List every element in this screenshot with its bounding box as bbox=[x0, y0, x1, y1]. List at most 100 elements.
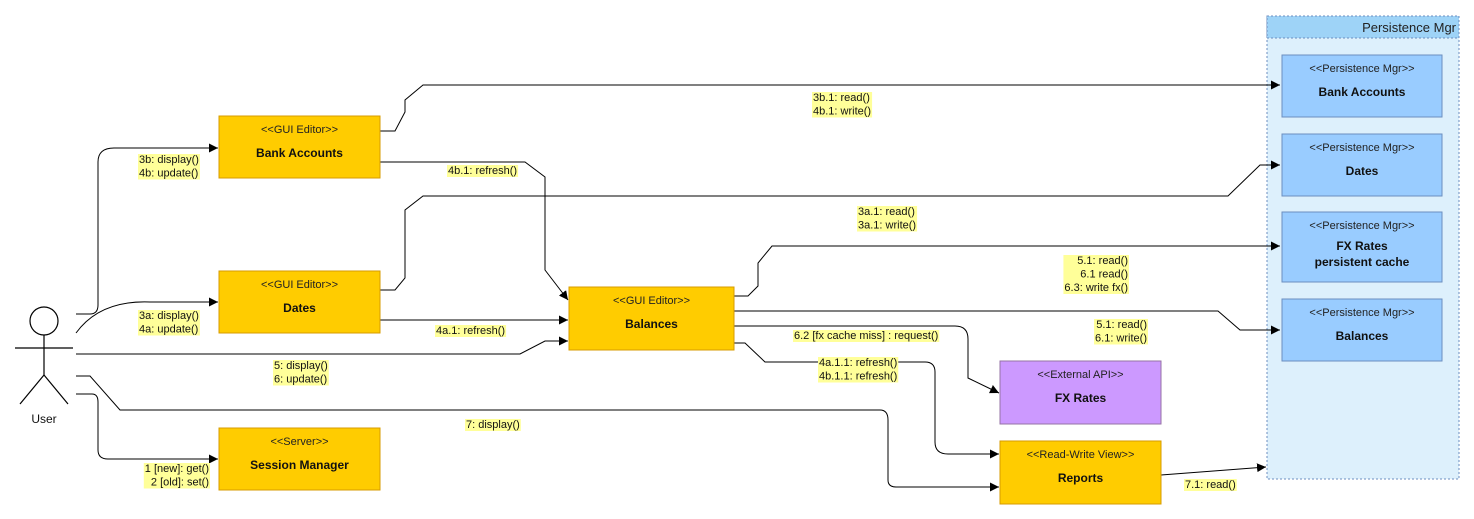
gui-balances-name: Balances bbox=[625, 317, 678, 331]
lbl-3b1: 3b.1: read() 4b.1: write() bbox=[812, 92, 873, 118]
lbl-71: 7.1: read() bbox=[1184, 479, 1237, 491]
edge-reports-to-persistence-group bbox=[1160, 463, 1267, 476]
lbl-4a11-highlight bbox=[818, 357, 899, 383]
lbl-3a-line: 3a: display() bbox=[139, 310, 199, 322]
edge-user-to-balances-editor bbox=[76, 336, 568, 355]
lbl-1-line: 2 [old]: set() bbox=[151, 477, 209, 489]
lbl-4a11-line: 4b.1.1: refresh() bbox=[819, 371, 897, 383]
lbl-4a1-line: 4a.1: refresh() bbox=[436, 325, 505, 337]
lbl-51-fx: 5.1: read() 6.1 read()6.3: write fx() bbox=[1063, 255, 1129, 294]
lbl-3b1-line: 4b.1: write() bbox=[813, 106, 871, 118]
lbl-7-line: 7: display() bbox=[466, 419, 520, 431]
edge-balances-to-pm-balances bbox=[734, 310, 1280, 335]
edge-bank-editor-to-balances bbox=[380, 161, 569, 301]
lbl-5-highlight bbox=[273, 360, 329, 386]
lbl-5: 5: display() 6: update() bbox=[273, 360, 329, 386]
gui-dates-stereotype: <<GUI Editor>> bbox=[261, 279, 338, 291]
lbl-5-line: 5: display() bbox=[274, 360, 328, 372]
edge-balances-to-fx-api bbox=[734, 325, 1000, 394]
lbl-3a1-line: 3a.1: read() bbox=[858, 206, 915, 218]
lbl-3b-highlight bbox=[138, 154, 200, 180]
edge-bank-editor-to-pm-bank bbox=[380, 80, 1280, 132]
user-actor-label: User bbox=[31, 412, 56, 426]
lbl-71-line: 7.1: read() bbox=[1185, 479, 1236, 491]
lbl-62-highlight bbox=[793, 330, 940, 342]
lbl-51-bal-line: 6.1: write() bbox=[1095, 333, 1147, 345]
lbl-3a: 3a: display() 4a: update() bbox=[138, 310, 200, 336]
pm-bank-name: Bank Accounts bbox=[1319, 85, 1406, 99]
pm-balances-stereotype: <<Persistence Mgr>> bbox=[1309, 307, 1414, 319]
lbl-7: 7: display() bbox=[465, 419, 521, 431]
lbl-71-highlight bbox=[1184, 479, 1237, 491]
pm-bank-stereotype: <<Persistence Mgr>> bbox=[1309, 63, 1414, 75]
pm-fx-stereotype: <<Persistence Mgr>> bbox=[1309, 220, 1414, 232]
gui-bank-box: <<GUI Editor>> Bank Accounts bbox=[218, 115, 381, 179]
lbl-4a11: 4a.1.1: refresh() 4b.1.1: refresh() bbox=[818, 357, 899, 383]
lbl-51-bal-line: 5.1: read() bbox=[1096, 319, 1147, 331]
lbl-3b1-highlight bbox=[812, 92, 873, 118]
ext-fx-box: <<External API>> FX Rates bbox=[999, 360, 1162, 425]
pm-dates-stereotype: <<Persistence Mgr>> bbox=[1309, 142, 1414, 154]
pm-fx-box: <<Persistence Mgr>> FX Rates persistent ca… bbox=[1281, 211, 1443, 283]
edge-user-to-session-manager bbox=[76, 393, 218, 464]
gui-balances-stereotype: <<GUI Editor>> bbox=[613, 295, 690, 307]
lbl-51-fx-line: 6.3: write fx() bbox=[1064, 282, 1128, 294]
server-session-box: <<Server>> Session Manager bbox=[218, 427, 381, 491]
edge-balances-to-pm-fx bbox=[734, 241, 1280, 297]
lbl-3b-line: 4b: update() bbox=[139, 168, 198, 180]
lbl-51-bal-highlight bbox=[1094, 319, 1148, 345]
view-reports-name: Reports bbox=[1058, 471, 1104, 485]
lbl-51-fx-line: 6.1 read() bbox=[1080, 269, 1128, 281]
edge-dates-editor-to-pm-dates bbox=[380, 160, 1280, 291]
persistence-mgr-group-title: Persistence Mgr bbox=[1362, 20, 1457, 35]
lbl-3a1-line: 3a.1: write() bbox=[858, 220, 916, 232]
components: <<GUI Editor>>Bank Accounts<<GUI Editor>… bbox=[218, 54, 1443, 505]
server-session-stereotype: <<Server>> bbox=[270, 436, 328, 448]
pm-fx-name: FX Rates bbox=[1336, 239, 1388, 253]
pm-balances-name: Balances bbox=[1336, 329, 1389, 343]
gui-bank-stereotype: <<GUI Editor>> bbox=[261, 124, 338, 136]
lbl-3b-line: 3b: display() bbox=[139, 154, 199, 166]
lbl-1-highlight bbox=[143, 463, 210, 489]
lbl-62: 6.2 [fx cache miss] : request() bbox=[793, 330, 940, 342]
pm-balances-box: <<Persistence Mgr>> Balances bbox=[1281, 298, 1443, 362]
gui-dates-name: Dates bbox=[283, 301, 316, 315]
edge-user-to-dates-editor bbox=[75, 297, 218, 334]
lbl-3a-highlight bbox=[138, 310, 200, 336]
lbl-4b1-line: 4b.1: refresh() bbox=[448, 165, 517, 177]
lbl-4a1-highlight bbox=[435, 325, 507, 337]
lbl-51-fx-highlight bbox=[1063, 255, 1129, 294]
lbl-1: 1 [new]: get() 2 [old]: set() bbox=[143, 463, 210, 489]
lbl-7-highlight bbox=[465, 419, 521, 431]
user-actor-head bbox=[29, 306, 59, 336]
lbl-3b: 3b: display() 4b: update() bbox=[138, 154, 200, 180]
server-session-name: Session Manager bbox=[250, 458, 349, 472]
lbl-4a11-line: 4a.1.1: refresh() bbox=[819, 357, 897, 369]
lbl-4a1: 4a.1: refresh() bbox=[435, 325, 507, 337]
ext-fx-stereotype: <<External API>> bbox=[1037, 369, 1123, 381]
edge-balances-to-reports bbox=[734, 342, 999, 459]
lbl-3b1-line: 3b.1: read() bbox=[813, 92, 870, 104]
message-labels: 3b: display() 4b: update() 3b.1: read() 4b.… bbox=[138, 92, 1237, 491]
ext-fx-name: FX Rates bbox=[1055, 391, 1107, 405]
gui-bank-name: Bank Accounts bbox=[256, 146, 343, 160]
lbl-3a1: 3a.1: read() 3a.1: write() bbox=[857, 206, 918, 232]
lbl-3a1-highlight bbox=[857, 206, 918, 232]
lbl-5-line: 6: update() bbox=[274, 374, 327, 386]
gui-balances-box: <<GUI Editor>> Balances bbox=[568, 286, 735, 351]
edge-user-to-reports bbox=[76, 375, 999, 492]
pm-fx-name: persistent cache bbox=[1315, 255, 1410, 269]
user-actor bbox=[15, 306, 73, 405]
lbl-4b1: 4b.1: refresh() bbox=[447, 165, 519, 177]
lbl-62-line: 6.2 [fx cache miss] : request() bbox=[794, 330, 938, 342]
lbl-51-fx-line: 5.1: read() bbox=[1077, 255, 1128, 267]
view-reports-box: <<Read-Write View>> Reports bbox=[999, 440, 1162, 505]
view-reports-stereotype: <<Read-Write View>> bbox=[1027, 449, 1135, 461]
lbl-51-bal: 5.1: read() 6.1: write() bbox=[1094, 319, 1148, 345]
pm-bank-box: <<Persistence Mgr>> Bank Accounts bbox=[1281, 54, 1443, 118]
pm-dates-box: <<Persistence Mgr>>Dates bbox=[1281, 133, 1443, 197]
edge-user-to-bank-editor bbox=[76, 143, 218, 315]
lbl-1-line: 1 [new]: get() bbox=[145, 463, 209, 475]
lbl-3a-line: 4a: update() bbox=[139, 324, 198, 336]
